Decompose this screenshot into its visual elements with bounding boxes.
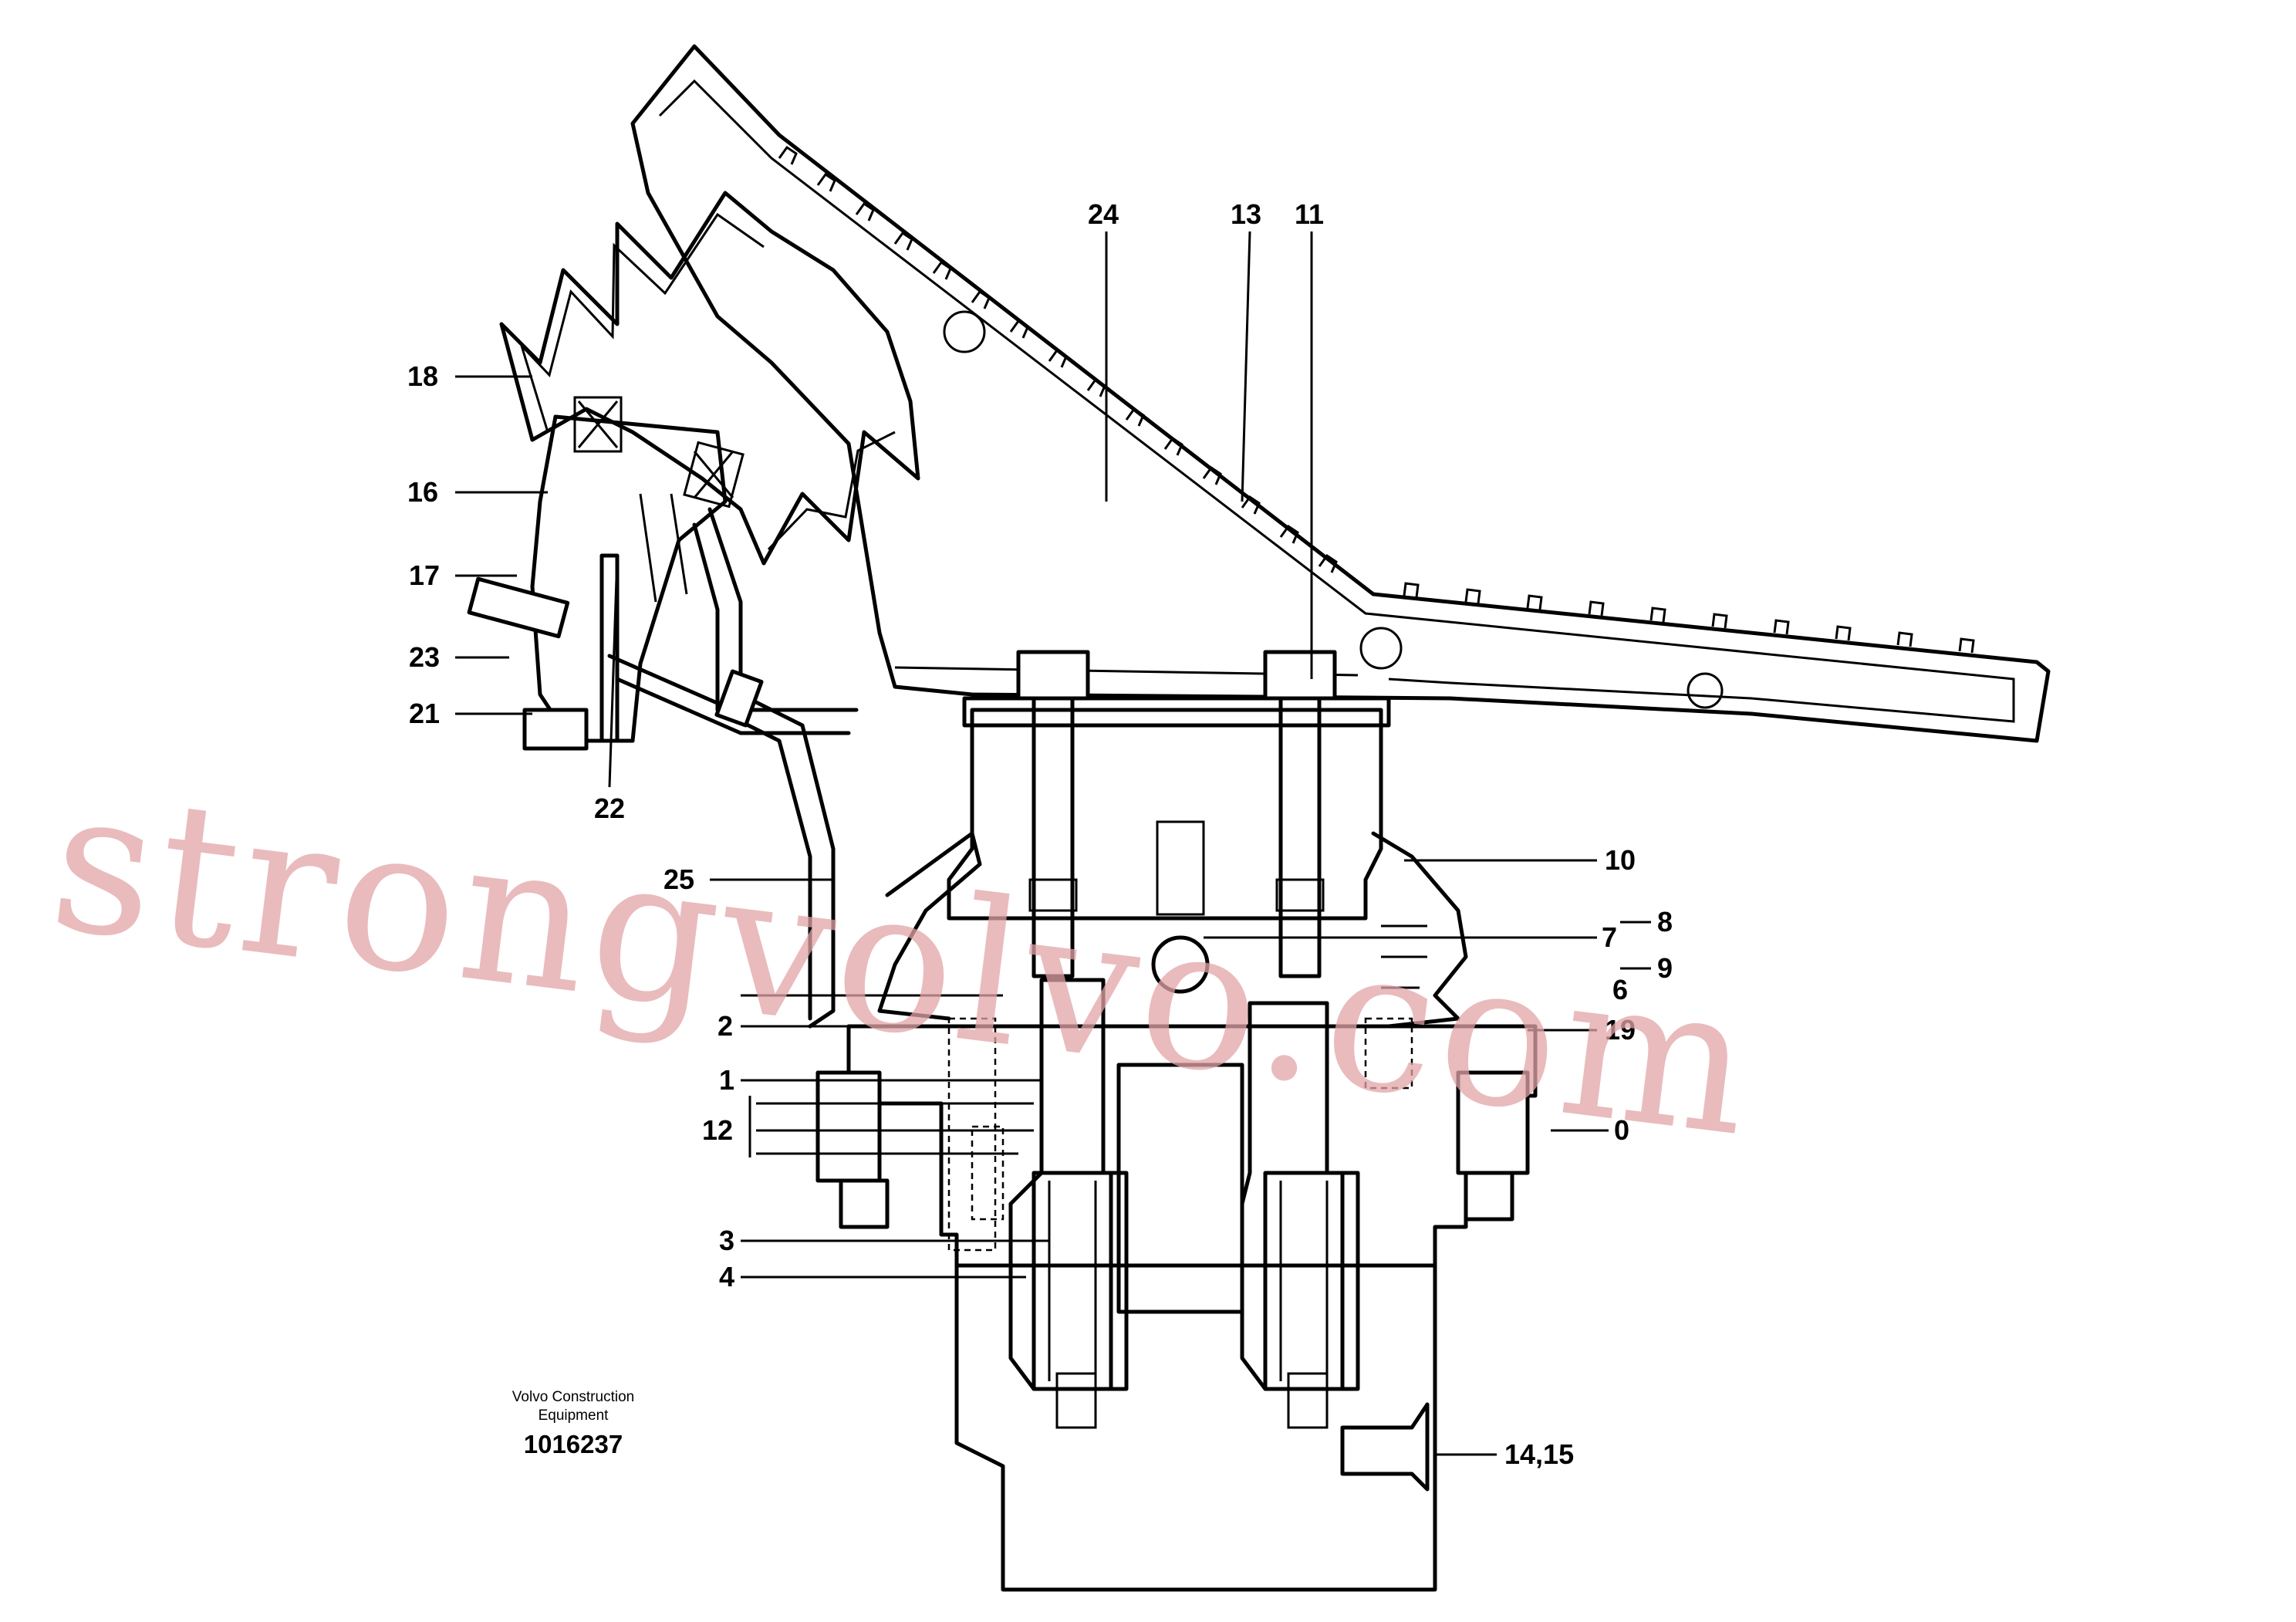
caption-line-1: Volvo Construction (512, 1389, 634, 1405)
valve-body (815, 650, 1538, 1592)
part-label: 17 (409, 559, 440, 591)
part-label: 16 (407, 476, 438, 508)
caption-line-2: Equipment (539, 1407, 609, 1424)
watermark-text: strongvolvo.com (41, 745, 1767, 1181)
part-label: 13 (1231, 198, 1261, 230)
part-labels: 24 13 11 18 16 17 23 21 22 25 10 8 7 9 6… (407, 198, 1673, 1470)
part-label: 25 (663, 863, 694, 895)
drawing-number: 1016237 (524, 1430, 623, 1458)
part-label: 14,15 (1504, 1438, 1574, 1470)
part-label: 3 (719, 1225, 734, 1256)
part-label: 18 (407, 360, 438, 392)
leader-lines (455, 231, 1651, 1456)
part-label: 9 (1657, 952, 1673, 984)
part-label: 4 (719, 1261, 734, 1293)
part-label: 21 (409, 698, 440, 729)
part-label: 11 (1295, 198, 1324, 230)
sensor-body (467, 396, 745, 751)
part-label: 12 (702, 1114, 733, 1146)
part-label: 8 (1657, 906, 1673, 938)
part-label: 24 (1088, 198, 1119, 230)
caption-block: Volvo Construction Equipment 1016237 (512, 1389, 634, 1458)
rubber-boot (499, 191, 920, 566)
part-label: 1 (719, 1064, 734, 1096)
part-label: 0 (1614, 1114, 1629, 1146)
part-label: 2 (718, 1010, 733, 1042)
part-label: 7 (1602, 921, 1617, 953)
part-label: 10 (1605, 844, 1636, 876)
part-label: 22 (594, 792, 625, 824)
watermark: strongvolvo.com (41, 745, 1767, 1181)
pedal-plate (630, 44, 2051, 743)
pipe (607, 507, 859, 1029)
part-label: 6 (1612, 974, 1628, 1005)
part-label: 23 (409, 641, 440, 673)
part-label: 19 (1605, 1014, 1636, 1046)
